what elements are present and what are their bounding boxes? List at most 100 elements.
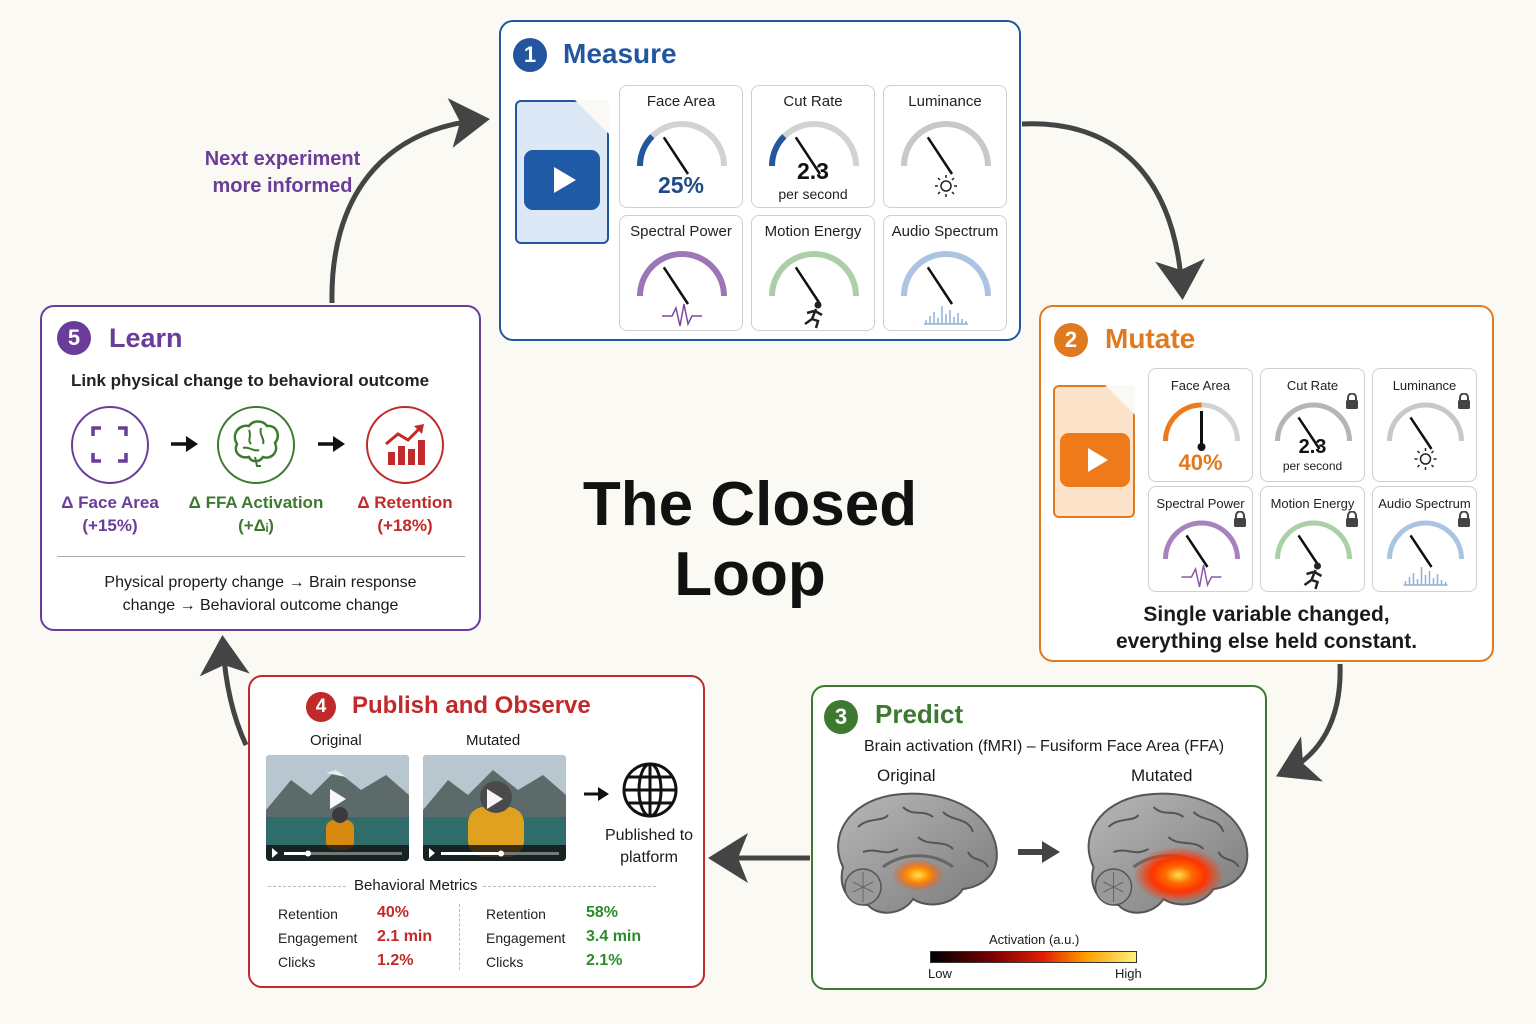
brain-original-image bbox=[837, 792, 998, 914]
delta-value: (+15%) bbox=[82, 516, 138, 535]
learn-delta-item: Δ Face Area(+15%) bbox=[35, 491, 185, 537]
panel-title: Mutate bbox=[1105, 323, 1196, 354]
arrow-right-icon bbox=[318, 436, 345, 452]
delta-label: Δ FFA Activation bbox=[188, 493, 324, 512]
step-number: 1 bbox=[513, 38, 547, 72]
video-file-icon bbox=[1053, 385, 1135, 518]
arrow-publish-to-learn bbox=[199, 635, 250, 747]
video-file-icon bbox=[515, 100, 609, 244]
diagram-title: The Closed Loop bbox=[560, 470, 940, 610]
metric-value: 40% bbox=[377, 904, 410, 921]
title-line2: Loop bbox=[674, 540, 826, 609]
metric-label: Engagement bbox=[486, 930, 566, 946]
gauge-label: Spectral Power bbox=[630, 223, 732, 240]
sun-icon bbox=[1414, 448, 1437, 470]
learn-delta-item: Δ Retention(+18%) bbox=[330, 491, 480, 537]
metric-value: 2.1% bbox=[586, 952, 623, 969]
play-icon bbox=[553, 167, 576, 193]
gauge-spectral-power: Spectral Power bbox=[1148, 486, 1253, 592]
brain-mutated-image bbox=[1087, 792, 1249, 914]
mutated-label: Mutated bbox=[1131, 766, 1193, 785]
waveform-icon bbox=[1181, 564, 1222, 588]
gauge-dial bbox=[901, 121, 991, 197]
title-line1: The Closed bbox=[582, 470, 918, 539]
gauge-label: Cut Rate bbox=[783, 93, 843, 110]
panel-title: Publish and Observe bbox=[352, 692, 591, 719]
gauge-label: Luminance bbox=[1392, 378, 1457, 393]
lock-icon bbox=[1346, 511, 1358, 527]
gauge-dial bbox=[637, 251, 727, 327]
gauge-dial bbox=[769, 121, 859, 175]
footer-line2: change → Behavioral outcome change bbox=[122, 597, 399, 614]
next-experiment-note: Next experiment more informed bbox=[180, 146, 385, 200]
learn-footer: Physical property change → Brain respons… bbox=[42, 571, 479, 617]
brain-icon bbox=[233, 420, 279, 467]
running-person-icon bbox=[804, 301, 823, 329]
gauge-luminance: Luminance bbox=[883, 85, 1007, 208]
mutate-caption: Single variable changed, everything else… bbox=[1041, 601, 1492, 655]
metrics-column-divider bbox=[459, 904, 460, 970]
gauge-audio-spectrum: Audio Spectrum bbox=[1372, 486, 1477, 592]
ffa-activation-circle bbox=[217, 406, 295, 484]
panel-title: Predict bbox=[875, 699, 964, 729]
gauge-motion-energy: Motion Energy bbox=[751, 215, 875, 331]
trend-up-chart-icon bbox=[385, 424, 425, 465]
learn-divider bbox=[57, 556, 465, 557]
mutated-label: Mutated bbox=[466, 732, 521, 749]
arrow-mutate-to-predict bbox=[1276, 663, 1343, 782]
publish-panel: 4 Publish and Observe Original Mutated bbox=[248, 675, 705, 988]
gauge-unit: per second bbox=[778, 186, 848, 202]
gauge-dial bbox=[1387, 520, 1464, 586]
audio-bars-icon bbox=[924, 306, 968, 325]
activation-scale-label: Activation (a.u.) bbox=[989, 932, 1080, 947]
panel-title: Measure bbox=[563, 38, 677, 69]
gauge-spectral-power: Spectral Power bbox=[619, 215, 743, 331]
delta-label: Δ Retention bbox=[357, 493, 453, 512]
play-icon bbox=[1087, 448, 1108, 472]
gauge-label: Motion Energy bbox=[1270, 496, 1355, 511]
arrow-right-icon bbox=[1018, 841, 1060, 863]
gauge-dial bbox=[637, 121, 727, 175]
learn-panel: 5 Learn Link physical change to behavior… bbox=[40, 305, 481, 631]
metric-label: Clicks bbox=[486, 954, 524, 970]
audio-bars-icon bbox=[1403, 567, 1448, 586]
gauge-label: Spectral Power bbox=[1156, 496, 1245, 511]
sun-icon bbox=[935, 175, 957, 197]
published-line1: Published to bbox=[604, 827, 694, 844]
step-number: 5 bbox=[57, 321, 91, 355]
metric-label: Clicks bbox=[278, 954, 316, 970]
arrow-learn-to-measure bbox=[329, 98, 490, 304]
gauge-dial bbox=[1387, 402, 1464, 470]
metric-value: 2.1 min bbox=[377, 928, 433, 945]
original-video-thumbnail[interactable] bbox=[266, 755, 409, 861]
gauge-dial bbox=[901, 251, 991, 325]
step-number: 4 bbox=[306, 692, 336, 722]
focus-frame-icon bbox=[91, 426, 128, 463]
gauge-value: 40% bbox=[1178, 450, 1223, 475]
learn-subtitle: Link physical change to behavioral outco… bbox=[71, 371, 430, 390]
lock-icon bbox=[1458, 393, 1470, 409]
note-line1: Next experiment bbox=[204, 148, 361, 170]
lock-icon bbox=[1234, 511, 1246, 527]
caption-line2: everything else held constant. bbox=[1115, 630, 1418, 653]
gauge-label: Luminance bbox=[908, 93, 982, 110]
metric-label: Retention bbox=[278, 906, 338, 922]
scale-low-label: Low bbox=[928, 966, 952, 981]
learn-delta-item: Δ FFA Activation(+Δᵢ) bbox=[181, 491, 331, 537]
gauge-dial bbox=[1163, 520, 1240, 588]
mutated-video-thumbnail[interactable] bbox=[423, 755, 566, 861]
gauge-value: 2.3 bbox=[1298, 436, 1327, 458]
step-number: 3 bbox=[824, 700, 858, 734]
step-number: 2 bbox=[1054, 323, 1088, 357]
gauge-label: Audio Spectrum bbox=[1378, 496, 1471, 511]
gauge-luminance: Luminance bbox=[1372, 368, 1477, 482]
face-area-circle bbox=[71, 406, 149, 484]
gauge-label: Cut Rate bbox=[1286, 378, 1339, 393]
panel-title: Learn bbox=[109, 323, 183, 353]
